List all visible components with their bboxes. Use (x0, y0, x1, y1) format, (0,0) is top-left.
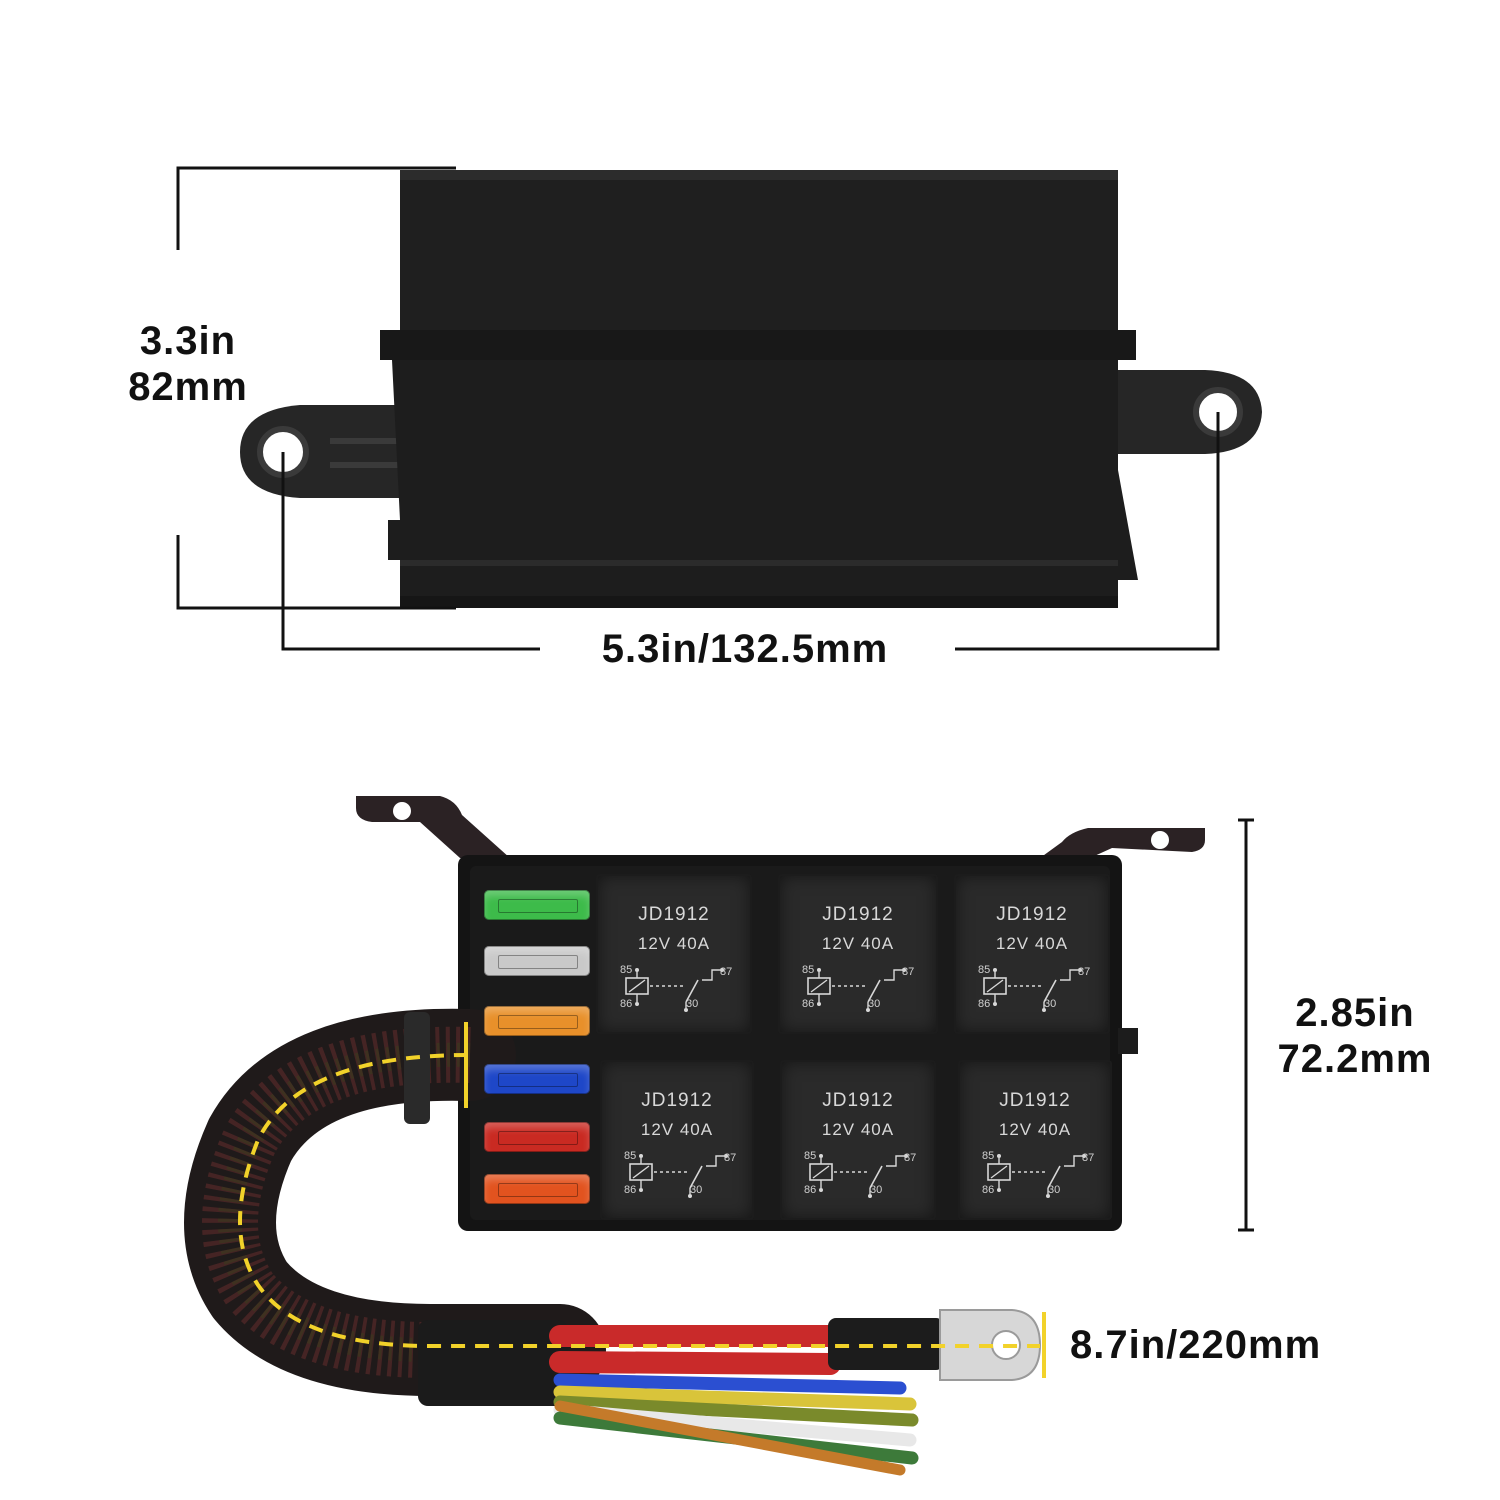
relay-rating: 12V 40A (995, 934, 1069, 953)
relay-schematic-icon (807, 968, 906, 1012)
blade-fuse (484, 1174, 590, 1204)
harness-length-trace (238, 1053, 1040, 1348)
relay-pin-86: 86 (620, 998, 633, 1010)
relay: JD1912 12V 40A 85 86 87 30 (778, 874, 938, 1034)
relay-pin-86: 86 (982, 1184, 995, 1196)
harness-wires (549, 1325, 919, 1476)
top-height-mm: 82mm (128, 365, 248, 409)
relay-rating: 12V 40A (821, 1120, 895, 1139)
top-height-dimension (176, 166, 456, 610)
relay-model: JD1912 (638, 904, 710, 925)
relay-pin-85: 85 (978, 964, 991, 976)
relay-pin-87: 87 (1082, 1152, 1095, 1164)
relay: JD1912 12V 40A 85 86 87 30 (954, 874, 1110, 1034)
fuse-window (498, 1183, 578, 1197)
relay-pin-85: 85 (804, 1150, 817, 1162)
bottom-height-inches: 2.85in (1295, 991, 1415, 1035)
bottom-height-dimension (1238, 818, 1254, 1232)
relay-pin-30: 30 (868, 998, 881, 1010)
relay-pin-30: 30 (690, 1184, 703, 1196)
bottom-height-label: 2.85in 72.2mm (1250, 990, 1460, 1082)
fuse-window (498, 899, 578, 913)
relay-pin-30: 30 (1048, 1184, 1061, 1196)
relay: JD1912 12V 40A 85 86 87 30 (596, 874, 752, 1034)
relay-schematic-icon (983, 968, 1082, 1012)
relay-pin-85: 85 (620, 964, 633, 976)
fuse-window (498, 955, 578, 969)
relay-rating: 12V 40A (637, 934, 711, 953)
relay-schematic-icon (625, 968, 724, 1012)
wire-harness (184, 1008, 1042, 1476)
bottom-mounting-brackets (356, 796, 1205, 858)
relay-model: JD1912 (996, 904, 1068, 925)
relay-pin-86: 86 (624, 1184, 637, 1196)
fuse-window (498, 1131, 578, 1145)
relay-pin-85: 85 (624, 1150, 637, 1162)
blade-fuse (484, 1064, 590, 1094)
relay-schematic-icon (629, 1154, 728, 1198)
relay-pin-87: 87 (1078, 966, 1091, 978)
fuse-window (498, 1073, 578, 1087)
relay-pin-86: 86 (804, 1184, 817, 1196)
blade-fuse (484, 1006, 590, 1036)
relay: JD1912 12V 40A 85 86 87 30 (780, 1060, 936, 1220)
relay-pin-30: 30 (686, 998, 699, 1010)
relay-pin-87: 87 (720, 966, 733, 978)
blade-fuse (484, 890, 590, 920)
relay-rating: 12V 40A (640, 1120, 714, 1139)
top-height-label: 3.3in 82mm (108, 318, 268, 410)
blade-fuse (484, 1122, 590, 1152)
relay-pin-85: 85 (802, 964, 815, 976)
box-cover (400, 170, 1118, 332)
top-width-dimension (281, 412, 1220, 651)
blade-fuse (484, 946, 590, 976)
harness-length-label: 8.7in/220mm (1070, 1323, 1322, 1367)
relay-model: JD1912 (822, 904, 894, 925)
relay-pin-87: 87 (904, 1152, 917, 1164)
box-flange (380, 330, 1136, 360)
relay-pin-86: 86 (978, 998, 991, 1010)
relay-pin-87: 87 (724, 1152, 737, 1164)
relay-pin-30: 30 (870, 1184, 883, 1196)
relay-schematic-icon (987, 1154, 1086, 1198)
relay-pin-87: 87 (902, 966, 915, 978)
fuse-window (498, 1015, 578, 1029)
relay-pin-85: 85 (982, 1150, 995, 1162)
relay-model: JD1912 (822, 1090, 894, 1111)
relay-pin-30: 30 (1044, 998, 1057, 1010)
relay-rating: 12V 40A (821, 934, 895, 953)
bottom-height-mm: 72.2mm (1277, 1037, 1433, 1081)
relay-model: JD1912 (641, 1090, 713, 1111)
relay-model: JD1912 (999, 1090, 1071, 1111)
relay-rating: 12V 40A (998, 1120, 1072, 1139)
relay-pin-86: 86 (802, 998, 815, 1010)
top-height-inches: 3.3in (139, 319, 237, 363)
box-base (388, 360, 1138, 608)
relay-schematic-icon (809, 1154, 908, 1198)
top-width-label: 5.3in/132.5mm (601, 627, 889, 671)
